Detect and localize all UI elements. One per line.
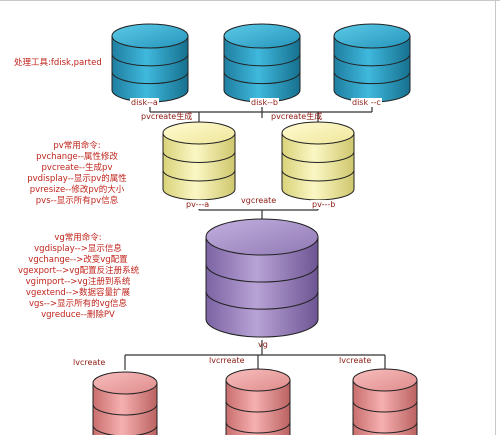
vg-label: vg bbox=[258, 340, 268, 349]
vg-command-line: vgexport-->vg配置反注册系统 bbox=[18, 266, 140, 276]
disk-label-c: disk --c bbox=[351, 98, 382, 107]
vg-command-line: vgdisplay-->显示信息 bbox=[34, 244, 122, 254]
pv-command-line: pvresize--修改pv的大小 bbox=[29, 185, 125, 195]
frame-top bbox=[0, 0, 500, 1]
pvcreate-label-left: pvcreate生成 bbox=[141, 112, 193, 121]
disk-cylinder-c bbox=[333, 23, 411, 103]
vg-command-line: vgchange-->改变vg配置 bbox=[28, 255, 128, 265]
pv-cylinder-b bbox=[281, 121, 355, 201]
pv-label-b: pv---b bbox=[311, 200, 337, 209]
frame-right bbox=[495, 0, 496, 435]
lv-cylinder-3 bbox=[352, 368, 418, 435]
disk-cylinder-b bbox=[223, 23, 301, 103]
disk-cylinder-a bbox=[111, 23, 189, 103]
lvcreate-label-right: lvcreate bbox=[339, 356, 372, 365]
pvcreate-label-right: pvcreate生成 bbox=[271, 112, 323, 121]
pv-command-line: pvchange--属性修改 bbox=[36, 152, 118, 162]
tools-label: 处理工具:fdisk,parted bbox=[14, 58, 102, 68]
vg-commands-title: vg常用命令: bbox=[54, 233, 102, 243]
vg-command-line: vgextend-->数据容量扩展 bbox=[25, 288, 131, 298]
lvcreate-label-left: lvcreate bbox=[73, 358, 106, 367]
lv-cylinder-2 bbox=[225, 368, 291, 435]
vgcreate-label: vgcreate bbox=[241, 196, 277, 205]
pv-command-line: pvs--显示所有pv信息 bbox=[35, 196, 119, 206]
lvcreate-label-middle: lvcrreate bbox=[209, 356, 245, 365]
vg-command-line: vgimport-->vg注册到系统 bbox=[25, 277, 131, 287]
vg-command-line: vgs-->显示所有的vg信息 bbox=[28, 299, 128, 309]
vg-command-line: vgreduce--删除PV bbox=[41, 310, 115, 320]
pv-command-line: pvdisplay--显示pv的属性 bbox=[27, 174, 127, 184]
pv-commands-title: pv常用命令: bbox=[53, 141, 101, 151]
disk-label-b: disk--b bbox=[250, 98, 279, 107]
connectors bbox=[124, 104, 386, 370]
vg-cylinder bbox=[205, 218, 319, 338]
lv-cylinder-1 bbox=[92, 371, 158, 435]
pv-command-line: pvcreate--生成pv bbox=[41, 163, 113, 173]
disk-label-a: disk--a bbox=[130, 98, 159, 107]
pv-cylinder-a bbox=[162, 121, 236, 201]
pv-label-a: pv---a bbox=[185, 200, 211, 209]
